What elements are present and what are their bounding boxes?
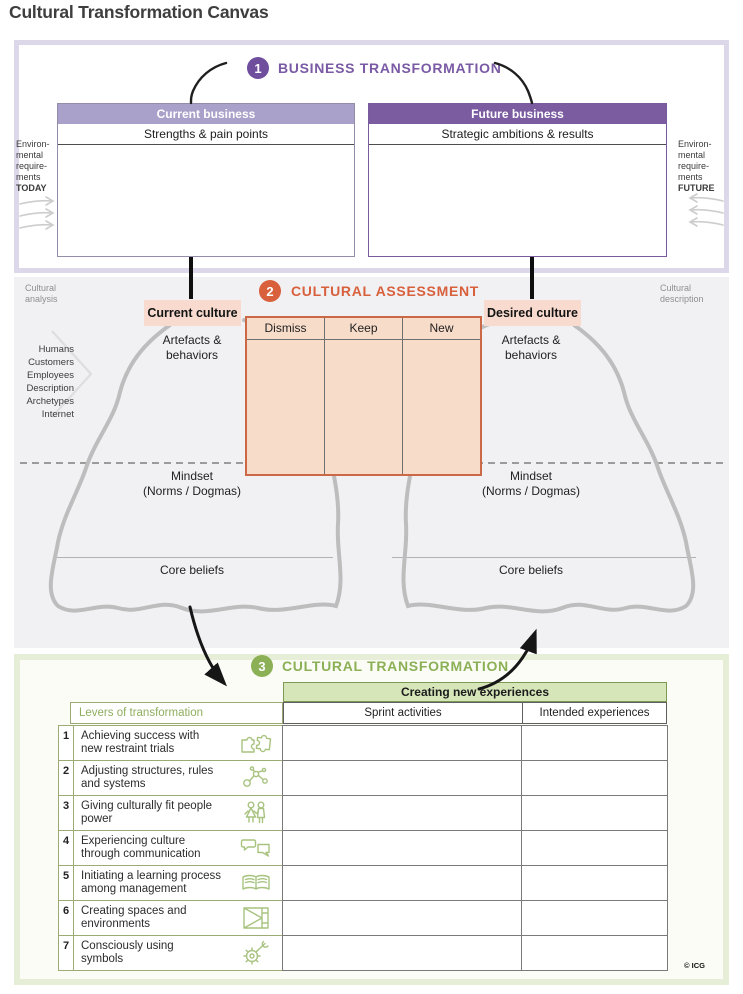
- lever-number: 3: [58, 795, 74, 831]
- source-item: Archetypes: [26, 396, 74, 407]
- lever-number: 1: [58, 725, 74, 761]
- lever-label: Adjusting structures, rules and systems: [81, 764, 214, 791]
- mindset-label-left: Mindset (Norms / Dogmas): [142, 469, 241, 498]
- gear-wrench-icon: [239, 940, 273, 966]
- future-business-subtitle: Strategic ambitions & results: [369, 124, 666, 145]
- source-item: Customers: [28, 357, 74, 368]
- current-culture-label: Current culture: [144, 300, 241, 326]
- assessment-table: Dismiss Keep New: [245, 316, 482, 476]
- sprint-activities-cell[interactable]: [282, 865, 522, 901]
- section1-number-badge: 1: [247, 57, 269, 79]
- analysis-sources-list: Humans Customers Employees Description A…: [14, 343, 74, 421]
- source-item: Internet: [41, 409, 74, 420]
- dismiss-column-cell[interactable]: [247, 340, 324, 474]
- artefacts-behaviors-label-left: Artefacts & behaviors: [162, 333, 222, 362]
- puzzle-icon: [239, 730, 273, 756]
- people-icon: [239, 800, 273, 826]
- lever-row-2: 2 Adjusting structures, rules and system…: [58, 760, 670, 796]
- sprint-activities-header: Sprint activities: [283, 702, 523, 724]
- section3-title: CULTURAL TRANSFORMATION: [282, 658, 509, 674]
- dismiss-column-header: Dismiss: [247, 318, 324, 340]
- lever-label-cell: Experiencing culture through communicati…: [73, 830, 283, 866]
- icg-credit: © ICG: [684, 961, 705, 970]
- intended-experiences-cell[interactable]: [521, 865, 668, 901]
- current-business-box: Current business Strengths & pain points: [57, 103, 355, 257]
- core-beliefs-label-right: Core beliefs: [498, 563, 564, 577]
- future-business-header: Future business: [369, 104, 666, 124]
- cultural-analysis-label: Cultural analysis: [25, 283, 58, 304]
- sprint-activities-cell[interactable]: [282, 900, 522, 936]
- keep-column-cell[interactable]: [325, 340, 402, 474]
- lever-number: 4: [58, 830, 74, 866]
- lever-label-cell: Creating spaces and environments: [73, 900, 283, 936]
- intended-experiences-cell[interactable]: [521, 760, 668, 796]
- lever-number: 6: [58, 900, 74, 936]
- room-icon: [239, 905, 273, 931]
- cultural-description-label: Cultural description: [660, 283, 704, 304]
- open-book-icon: [239, 870, 273, 896]
- source-item: Description: [26, 383, 74, 394]
- env-requirements-today-label: Environ- mental require- ments TODAY: [16, 139, 50, 193]
- source-item: Humans: [38, 344, 74, 355]
- lever-label: Experiencing culture through communicati…: [81, 834, 201, 861]
- sprint-activities-cell[interactable]: [282, 830, 522, 866]
- sprint-activities-cell[interactable]: [282, 760, 522, 796]
- section3-number-badge: 3: [251, 655, 273, 677]
- creating-new-experiences-header: Creating new experiences: [283, 682, 667, 702]
- intended-experiences-cell[interactable]: [521, 900, 668, 936]
- sprint-activities-cell[interactable]: [282, 725, 522, 761]
- section2-number-badge: 2: [259, 280, 281, 302]
- future-business-box: Future business Strategic ambitions & re…: [368, 103, 667, 257]
- lever-label: Giving culturally fit people power: [81, 799, 213, 826]
- lever-row-4: 4 Experiencing culture through communica…: [58, 830, 670, 866]
- lever-label-cell: Adjusting structures, rules and systems: [73, 760, 283, 796]
- current-business-header: Current business: [58, 104, 354, 124]
- intended-experiences-cell[interactable]: [521, 830, 668, 866]
- lever-row-3: 3 Giving culturally fit people power: [58, 795, 670, 831]
- new-column: New: [403, 318, 480, 474]
- lever-number: 5: [58, 865, 74, 901]
- intended-experiences-cell[interactable]: [521, 935, 668, 971]
- keep-column-header: Keep: [325, 318, 402, 340]
- section2-title: CULTURAL ASSESSMENT: [291, 283, 480, 299]
- current-business-subtitle: Strengths & pain points: [58, 124, 354, 145]
- lever-label-cell: Initiating a learning process among mana…: [73, 865, 283, 901]
- sprint-activities-cell[interactable]: [282, 795, 522, 831]
- lever-number: 2: [58, 760, 74, 796]
- section1-title: BUSINESS TRANSFORMATION: [278, 60, 502, 76]
- source-item: Employees: [27, 370, 74, 381]
- intended-experiences-cell[interactable]: [521, 725, 668, 761]
- desired-culture-label: Desired culture: [484, 300, 581, 326]
- network-icon: [239, 765, 273, 791]
- core-beliefs-label-left: Core beliefs: [159, 563, 225, 577]
- mindset-label-right: Mindset (Norms / Dogmas): [481, 469, 580, 498]
- lever-label-cell: Giving culturally fit people power: [73, 795, 283, 831]
- lever-row-1: 1 Achieving success with new restraint t…: [58, 725, 670, 761]
- artefacts-behaviors-label-right: Artefacts & behaviors: [501, 333, 561, 362]
- lever-label-cell: Consciously using symbols: [73, 935, 283, 971]
- lever-row-5: 5 Initiating a learning process among ma…: [58, 865, 670, 901]
- lever-label: Consciously using symbols: [81, 939, 174, 966]
- new-column-cell[interactable]: [403, 340, 480, 474]
- intended-experiences-cell[interactable]: [521, 795, 668, 831]
- lever-row-6: 6 Creating spaces and environments: [58, 900, 670, 936]
- core-beliefs-divider-left: [57, 557, 333, 558]
- intended-experiences-header: Intended experiences: [522, 702, 667, 724]
- keep-column: Keep: [325, 318, 403, 474]
- lever-label: Achieving success with new restraint tri…: [81, 729, 200, 756]
- dismiss-column: Dismiss: [247, 318, 325, 474]
- new-column-header: New: [403, 318, 480, 340]
- core-beliefs-divider-right: [392, 557, 696, 558]
- speech-bubbles-icon: [239, 835, 273, 861]
- lever-row-7: 7 Consciously using symbols: [58, 935, 670, 971]
- page-title: Cultural Transformation Canvas: [9, 2, 269, 22]
- sprint-activities-cell[interactable]: [282, 935, 522, 971]
- lever-label: Creating spaces and environments: [81, 904, 187, 931]
- lever-label: Initiating a learning process among mana…: [81, 869, 221, 896]
- lever-label-cell: Achieving success with new restraint tri…: [73, 725, 283, 761]
- lever-number: 7: [58, 935, 74, 971]
- levers-of-transformation-header: Levers of transformation: [70, 702, 283, 724]
- env-requirements-future-label: Environ- mental require- ments FUTURE: [678, 139, 715, 193]
